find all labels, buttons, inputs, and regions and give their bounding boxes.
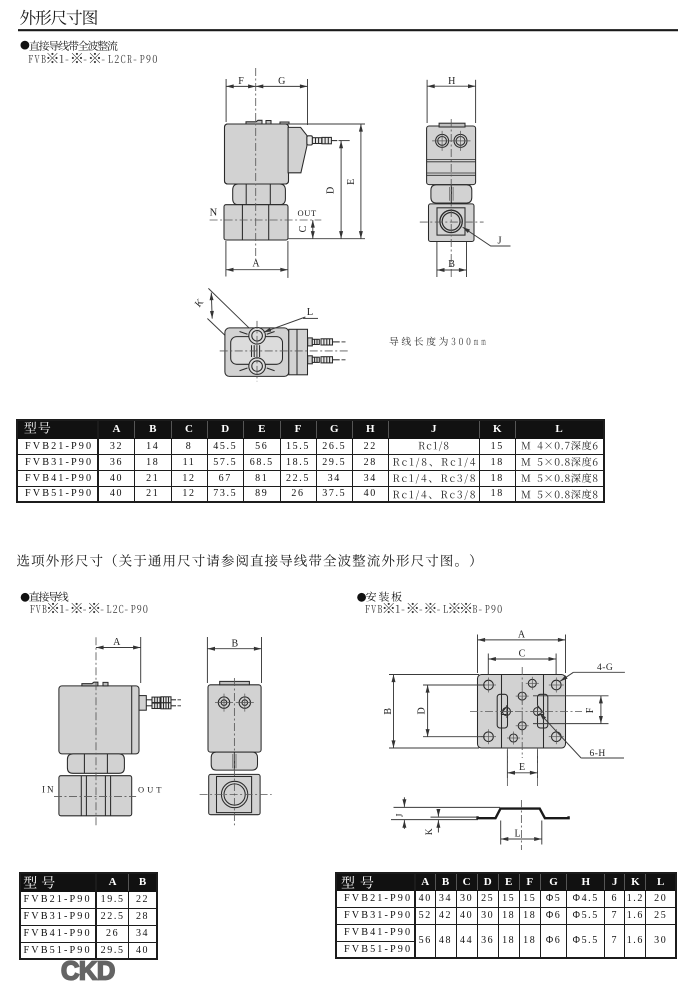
svg-text:A: A — [518, 629, 526, 640]
svg-text:4-G: 4-G — [597, 663, 613, 673]
svg-text:OUT: OUT — [298, 208, 317, 218]
svg-text:D: D — [416, 707, 427, 714]
svg-text:F: F — [585, 707, 596, 713]
svg-text:OUT: OUT — [138, 784, 164, 794]
svg-text:D: D — [326, 187, 337, 194]
svg-text:N: N — [210, 207, 218, 218]
svg-text:B: B — [383, 708, 394, 715]
svg-text:G: G — [278, 76, 285, 87]
svg-text:E: E — [346, 179, 357, 185]
svg-text:L: L — [307, 307, 313, 318]
svg-text:IN: IN — [42, 784, 56, 794]
svg-text:A: A — [113, 637, 121, 648]
svg-text:H: H — [448, 76, 455, 87]
svg-text:L: L — [514, 829, 520, 840]
svg-text:C: C — [298, 225, 309, 232]
svg-text:E: E — [519, 762, 525, 773]
svg-text:CKD: CKD — [61, 958, 115, 986]
svg-text:K: K — [193, 297, 207, 310]
svg-text:F: F — [238, 76, 244, 87]
svg-text:B: B — [231, 638, 238, 649]
svg-text:A: A — [252, 258, 260, 269]
svg-text:B: B — [448, 259, 455, 270]
svg-text:J: J — [497, 236, 501, 247]
svg-text:J: J — [396, 813, 406, 817]
svg-text:C: C — [519, 648, 526, 659]
svg-text:K: K — [425, 828, 435, 835]
svg-text:6-H: 6-H — [590, 749, 606, 759]
